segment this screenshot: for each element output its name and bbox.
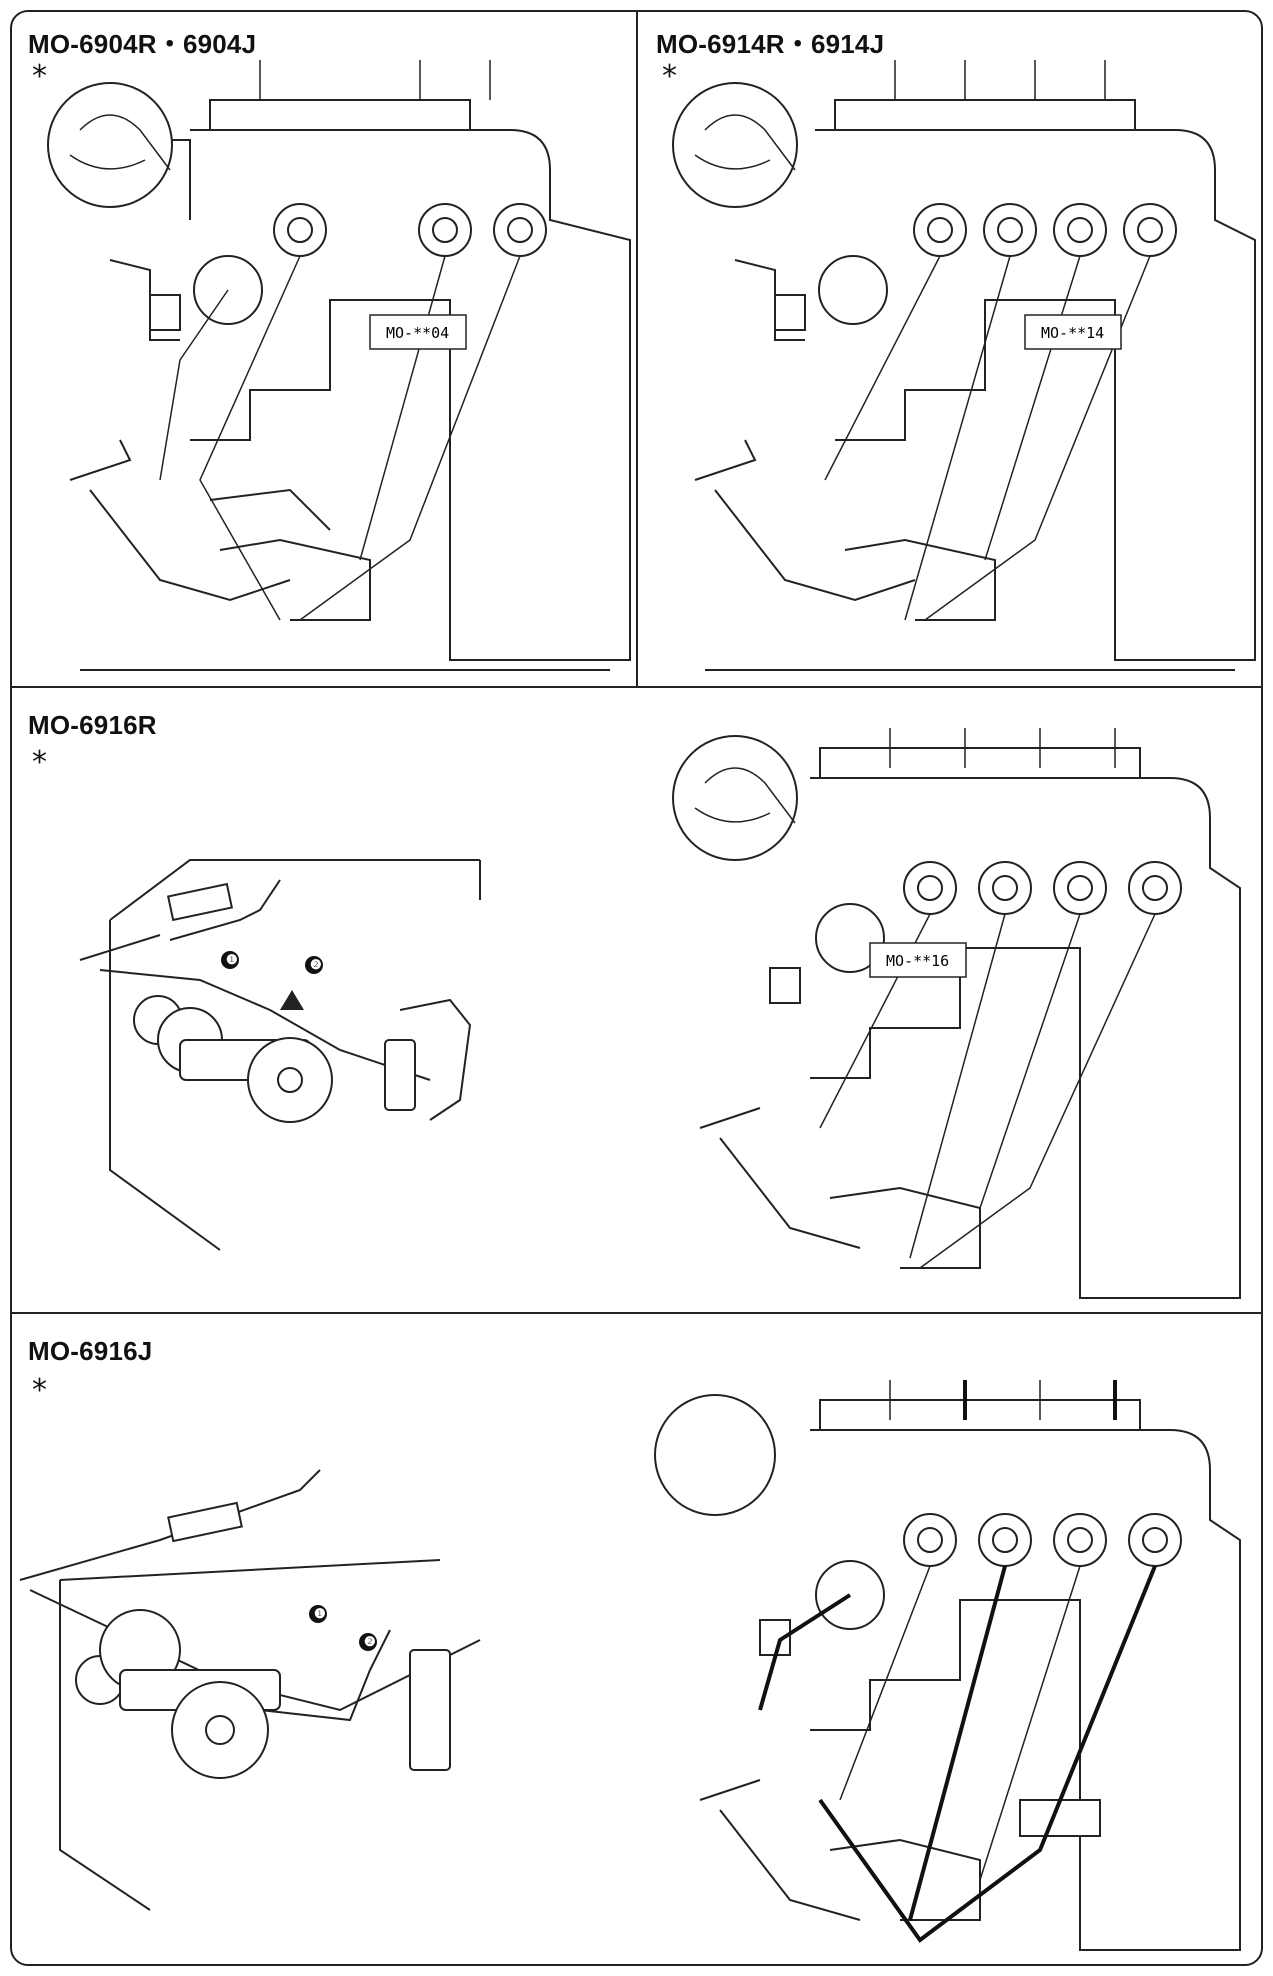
asterisk-mark: * <box>32 59 47 94</box>
diagram-frame <box>10 10 1263 1966</box>
panel-title-6904: MO-6904R・6904J <box>28 29 257 59</box>
panel-title-6916J: MO-6916J <box>28 1336 153 1366</box>
model-plate-label: MO-**14 <box>1041 324 1104 342</box>
asterisk-mark: * <box>662 59 677 94</box>
threading-diagram-6916R: MO-**16 <box>672 728 1241 1299</box>
row-divider-2 <box>12 1312 1261 1314</box>
tension-release-diagram-6916R: ❶ ❷ <box>79 859 481 1251</box>
model-plate-label: MO-**16 <box>886 952 949 970</box>
callout-2: ❷ <box>364 1634 376 1649</box>
tension-release-diagram-6916J: ❶ ❷ <box>19 1469 481 1911</box>
threading-diagram-6914: MO-**14 <box>672 60 1256 671</box>
threading-diagram-6916J <box>654 1380 1241 1951</box>
asterisk-mark: * <box>32 745 47 780</box>
model-plate-label: MO-**04 <box>386 324 449 342</box>
asterisk-mark: * <box>32 1373 47 1408</box>
row-divider-1 <box>12 686 1261 688</box>
threading-diagram-6904: MO-**04 <box>47 60 631 671</box>
panel-title-6914: MO-6914R・6914J <box>656 29 885 59</box>
panel-title-6916R: MO-6916R <box>28 710 157 740</box>
callout-2: ❷ <box>310 957 322 972</box>
callout-1: ❶ <box>314 1606 326 1621</box>
column-divider-top <box>636 12 638 686</box>
callout-1: ❶ <box>226 952 238 967</box>
